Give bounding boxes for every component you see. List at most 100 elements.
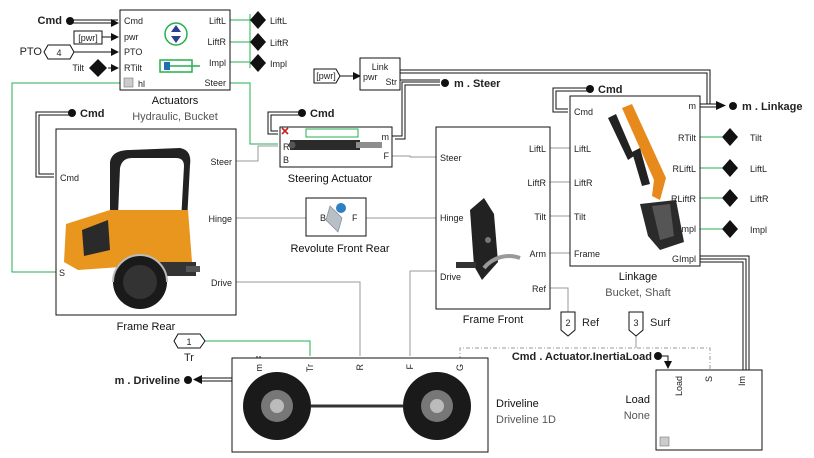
svg-text:Hinge: Hinge xyxy=(208,214,232,224)
svg-text:Impl: Impl xyxy=(270,59,287,69)
wire-drive-front[interactable] xyxy=(410,271,438,356)
m-linkage-sink[interactable]: m . Linkage xyxy=(716,101,803,113)
driveline-block[interactable]: m Tr R F G xyxy=(232,358,488,452)
liftr-goto-tag-2[interactable]: LiftR xyxy=(722,189,769,207)
wire-framerear-steer[interactable] xyxy=(236,146,278,161)
frame-front-block[interactable]: Steer Hinge Drive LiftL LiftR Tilt Arm R… xyxy=(436,127,550,309)
svg-text:Arm: Arm xyxy=(530,249,547,259)
svg-text:Tilt: Tilt xyxy=(574,212,586,222)
steering-actuator-name: Steering Actuator xyxy=(288,173,373,185)
svg-text:Hinge: Hinge xyxy=(440,213,464,223)
svg-text:Ref: Ref xyxy=(532,284,547,294)
mask-icon xyxy=(124,78,133,87)
svg-text:LiftR: LiftR xyxy=(207,37,226,47)
pwr-goto-tag[interactable]: [pwr] xyxy=(314,69,340,83)
svg-text:RLiftL: RLiftL xyxy=(672,164,696,174)
tilt-from-tag[interactable]: Tilt xyxy=(72,59,107,77)
wire-gimpl-load[interactable] xyxy=(700,256,749,370)
liftr-goto-tag[interactable]: LiftR xyxy=(250,33,289,51)
svg-text:Steer: Steer xyxy=(210,157,232,167)
svg-text:Tr: Tr xyxy=(305,364,315,372)
liftl-goto-tag-2[interactable]: LiftL xyxy=(722,159,767,177)
cmd-source-framerear[interactable]: Cmd xyxy=(68,108,104,120)
impl-goto-tag[interactable]: Impl xyxy=(250,54,287,72)
m-driveline-sink[interactable]: m . Driveline xyxy=(115,375,202,387)
liftl-goto-tag[interactable]: LiftL xyxy=(250,11,287,29)
impl-goto-tag-2[interactable]: Impl xyxy=(722,220,767,238)
svg-text:LiftL: LiftL xyxy=(270,16,287,26)
svg-text:m . Driveline: m . Driveline xyxy=(115,375,180,387)
svg-text:pwr: pwr xyxy=(363,72,378,82)
tr-inport[interactable]: 1 Tr xyxy=(174,334,205,364)
svg-text:Load: Load xyxy=(674,376,684,396)
cmd-source-steering[interactable]: Cmd xyxy=(298,108,334,120)
svg-text:Cmd: Cmd xyxy=(574,107,593,117)
svg-text:Tilt: Tilt xyxy=(534,212,546,222)
svg-text:Steer: Steer xyxy=(440,153,462,163)
inertiaload-source[interactable]: Cmd . Actuator.InertiaLoad xyxy=(512,351,662,363)
svg-text:S: S xyxy=(704,376,714,382)
link-pwr-block[interactable]: Link pwr Str xyxy=(360,58,400,90)
svg-text:Cmd: Cmd xyxy=(38,15,62,27)
wire-ref[interactable] xyxy=(550,288,568,312)
svg-text:LiftL: LiftL xyxy=(209,16,226,26)
svg-text:[pwr]: [pwr] xyxy=(78,33,98,43)
svg-text:F: F xyxy=(384,151,390,161)
svg-text:1: 1 xyxy=(186,337,191,347)
wire-tr[interactable] xyxy=(205,341,310,356)
svg-text:LiftL: LiftL xyxy=(529,144,546,154)
svg-text:Im: Im xyxy=(737,376,747,386)
svg-text:Cmd: Cmd xyxy=(124,16,143,26)
wire-steer-actuator[interactable] xyxy=(230,83,278,144)
tilt-goto-tag[interactable]: Tilt xyxy=(722,128,762,146)
revolute-block[interactable]: B F xyxy=(306,198,366,236)
svg-text:F: F xyxy=(352,213,358,223)
driveline-name: Driveline xyxy=(496,398,539,410)
wire-cmd-actuators[interactable] xyxy=(72,20,118,23)
svg-text:m . Linkage: m . Linkage xyxy=(742,101,803,113)
linkage-subtitle: Bucket, Shaft xyxy=(605,287,670,299)
actuators-name: Actuators xyxy=(152,95,199,107)
cmd-source-actuators[interactable]: Cmd xyxy=(38,15,74,27)
svg-text:pwr: pwr xyxy=(124,32,139,42)
svg-text:Ref: Ref xyxy=(582,317,600,329)
svg-text:LiftR: LiftR xyxy=(574,178,593,188)
svg-text:Tilt: Tilt xyxy=(72,63,84,73)
m-steer-sink[interactable]: m . Steer xyxy=(441,78,501,90)
linkage-block[interactable]: Cmd LiftL LiftR Tilt Frame m RTilt RLift… xyxy=(570,96,700,266)
svg-text:Link: Link xyxy=(372,62,389,72)
wire-steer-f-framefront[interactable] xyxy=(392,156,436,157)
frame-rear-block[interactable]: Cmd Steer Hinge Drive S xyxy=(56,129,236,315)
svg-text:Cmd: Cmd xyxy=(80,108,104,120)
svg-text:m: m xyxy=(382,132,390,142)
cmd-source-linkage[interactable]: Cmd xyxy=(586,84,622,96)
svg-text:S: S xyxy=(59,268,65,278)
driveline-subtitle: Driveline 1D xyxy=(496,414,556,426)
svg-text:3: 3 xyxy=(633,318,638,328)
svg-text:GImpl: GImpl xyxy=(672,254,696,264)
actuators-block[interactable]: Cmd pwr PTO RTilt hl LiftL LiftR Impl St… xyxy=(120,10,230,90)
pwr-from-tag[interactable]: [pwr] xyxy=(74,31,102,44)
svg-text:B: B xyxy=(320,213,326,223)
svg-text:Drive: Drive xyxy=(440,272,461,282)
load-subtitle: None xyxy=(624,410,650,422)
svg-text:Impl: Impl xyxy=(750,225,767,235)
surf-outport[interactable]: 3 Surf xyxy=(629,312,671,336)
svg-text:m: m xyxy=(254,364,264,372)
pto-inport[interactable]: PTO 4 xyxy=(20,45,74,59)
wire-drive-rear[interactable] xyxy=(236,282,360,356)
svg-text:Tilt: Tilt xyxy=(750,133,762,143)
svg-text:m . Steer: m . Steer xyxy=(454,78,501,90)
svg-text:RTilt: RTilt xyxy=(124,63,142,73)
svg-text:Cmd . Actuator.InertiaLoad: Cmd . Actuator.InertiaLoad xyxy=(512,351,652,363)
ref-outport[interactable]: 2 Ref xyxy=(561,312,600,336)
load-mask-icon xyxy=(660,437,669,446)
revolute-name: Revolute Front Rear xyxy=(290,243,389,255)
svg-text:Str: Str xyxy=(385,77,397,87)
frame-front-name: Frame Front xyxy=(463,314,524,326)
load-block[interactable]: Load S Im xyxy=(656,370,762,450)
svg-text:hl: hl xyxy=(138,79,145,89)
steering-actuator-block[interactable]: R B m F xyxy=(280,127,392,167)
svg-text:LiftR: LiftR xyxy=(527,178,546,188)
